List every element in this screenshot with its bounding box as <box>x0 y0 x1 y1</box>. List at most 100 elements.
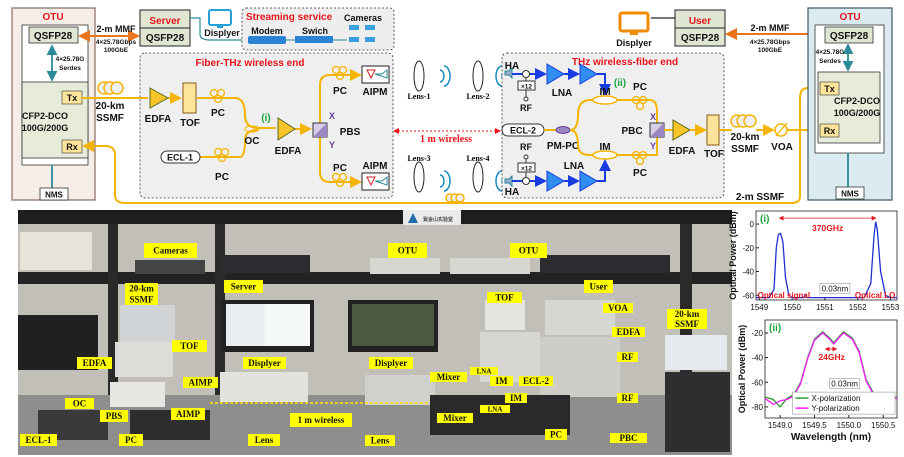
pbc-label: PBC <box>621 126 642 137</box>
photo-label-text: User <box>590 282 608 292</box>
y-tick-label: -20 <box>742 244 754 253</box>
photo-label: Mixer <box>437 413 473 423</box>
photo-label: OTU <box>510 243 547 258</box>
legend-box <box>792 391 896 415</box>
pc-label: PC <box>333 86 347 97</box>
x-tick-label: 1550.0 <box>837 421 862 430</box>
photo-label-box <box>603 303 633 313</box>
thz-wireless-fiber-end: THz wireless-fiber end HA ×12 RF LNA (ii… <box>501 52 732 199</box>
displyer-label: Displyer <box>616 38 652 48</box>
user-box: User QSFP28 <box>674 9 726 47</box>
right-otu: OTU QSFP28 4×25.78G Serdes Tx CFP2-DCO 1… <box>807 7 893 201</box>
lna-icon <box>579 63 598 85</box>
ecl-label: ECL-2 <box>510 126 536 136</box>
pc-icon <box>331 172 348 188</box>
edfa-label: EDFA <box>669 146 696 157</box>
photo-label: 1 m wireless <box>290 413 352 427</box>
photo-label-box <box>430 372 467 382</box>
displyer-orange-icon <box>618 11 650 35</box>
lens-2-label: Lens-2 <box>466 92 489 101</box>
photo-label-text: Lens <box>255 435 274 445</box>
ssmf-length: 20-km <box>96 101 125 112</box>
ssmf-spool-icon <box>730 114 757 128</box>
signal-annotation: Optical signal <box>758 291 810 300</box>
im-label: IM <box>599 87 610 98</box>
ssmf-label: SSMF <box>96 113 124 124</box>
spacing-annotation: 370GHz <box>812 223 843 233</box>
rx-end-title: THz wireless-fiber end <box>572 57 678 68</box>
photo-label-text: ECL-1 <box>25 435 52 445</box>
photo-label-box <box>612 327 645 337</box>
server-port: QSFP28 <box>146 33 185 44</box>
ecl-1-laser <box>160 150 201 164</box>
server-title: Server <box>149 16 180 27</box>
pc-label: PC <box>333 163 347 174</box>
photo-label-box <box>667 309 707 329</box>
fiber-spool-icon <box>445 193 465 203</box>
photo-label: TOF <box>172 340 207 352</box>
photo-label: Displyer <box>243 357 286 369</box>
lens-icon <box>413 60 425 92</box>
photo-label: PC <box>119 434 143 446</box>
ecl-label: ECL-1 <box>167 153 193 163</box>
x-axis-label: Wavelength (nm) <box>791 432 871 443</box>
server-box: Server QSFP28 <box>139 9 191 47</box>
qsfp28-module <box>824 26 874 44</box>
cfp-label: CFP2-DCO <box>834 96 880 106</box>
photo-label-box <box>77 357 112 369</box>
photo-label-box <box>119 434 143 446</box>
camera-icons <box>349 25 375 42</box>
marker-i: (i) <box>261 113 270 124</box>
photo-label: OTU <box>388 243 427 258</box>
photo-label-text: EDFA <box>617 327 641 337</box>
x-tick-label: 1552 <box>849 303 867 312</box>
y-axis-label: Optical Power (dBm) <box>737 325 747 414</box>
lens-icon <box>413 161 425 193</box>
receive-fiber-path: 20-km SSMF VOA 2-m SSMF <box>82 87 820 204</box>
resolution-box <box>829 378 860 389</box>
photo-label-box <box>490 376 513 386</box>
user-title: User <box>689 16 711 27</box>
aipm-icon <box>361 172 390 191</box>
photo-label-box <box>470 367 498 375</box>
rx-port: Rx <box>66 142 78 152</box>
photo-label-box <box>171 408 205 420</box>
photo-label: PC <box>545 429 567 440</box>
photo-label: TOF <box>487 292 522 303</box>
logo-text: 紫金山实验室 <box>423 216 453 223</box>
photo-label-box <box>617 393 638 403</box>
lens-1-label: Lens-1 <box>407 92 430 101</box>
photo-label-text: RF <box>622 352 634 362</box>
lens-icon <box>472 60 484 92</box>
photo-label: AIMP <box>183 377 218 388</box>
photo-label: PBS <box>100 410 128 422</box>
switch-icon <box>295 36 333 43</box>
otu-title: OTU <box>839 12 860 23</box>
modem-label: Modem <box>251 26 283 36</box>
photo-label-box <box>290 413 352 427</box>
monitor-icon <box>208 9 232 28</box>
photo-label: VOA <box>603 303 633 313</box>
photo-label: ECL-2 <box>519 376 553 386</box>
lna-label: LNA <box>552 88 573 99</box>
photo-label-text: RF <box>622 393 634 403</box>
pc-label: PC <box>211 108 225 119</box>
pc-label: PC <box>633 82 647 93</box>
photo-label: Lens <box>248 434 280 446</box>
photo-label-box <box>65 398 94 409</box>
photo-label: EDFA <box>612 327 645 337</box>
ssmf-label: SSMF <box>731 144 759 155</box>
link-eth: 100GbE <box>104 47 129 54</box>
voa-label: VOA <box>771 142 793 153</box>
lna-label: LNA <box>564 161 585 172</box>
photo-label-box <box>183 377 218 388</box>
x-tick-label: 1553 <box>882 303 900 312</box>
photo-label: AIMP <box>171 408 205 420</box>
y-pol-label: Y <box>650 141 656 151</box>
photo-label-text: TOF <box>180 341 199 351</box>
x-tick-label: 1549.5 <box>802 421 827 430</box>
